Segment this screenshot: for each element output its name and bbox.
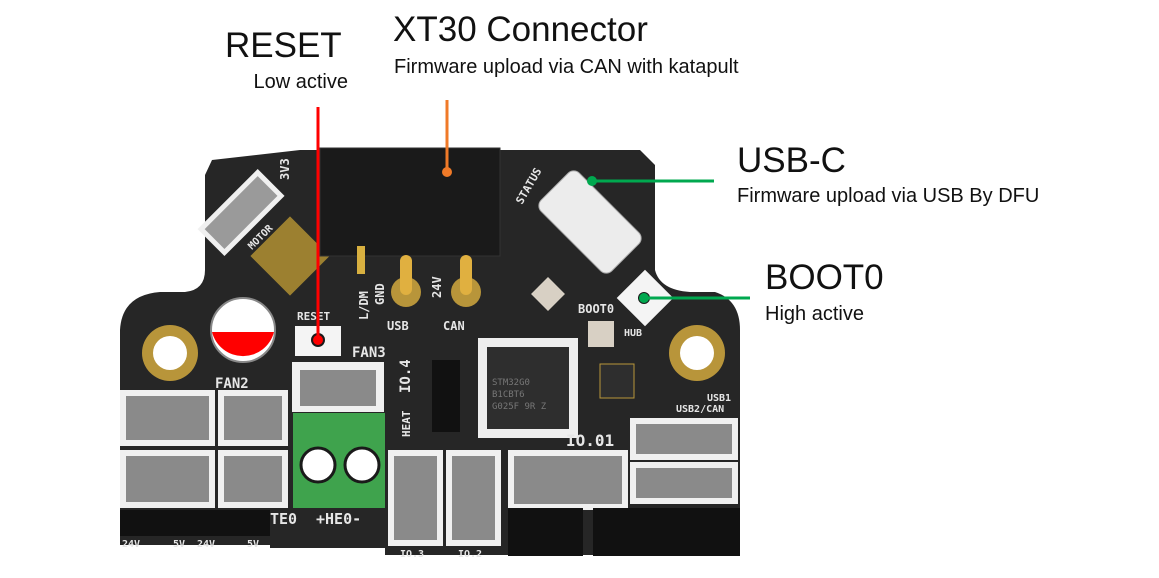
heater-terminal-block (293, 413, 385, 508)
silk-24v: 24V (430, 276, 444, 298)
silk-heat: HEAT (400, 410, 413, 437)
silk-5v-b: 5V (247, 539, 259, 550)
silk-24v-b: 24V (197, 539, 215, 550)
silk-3v3: 3V3 (278, 158, 292, 180)
crystal (531, 277, 565, 311)
usbc-subtitle: Firmware upload via USB By DFU (737, 185, 1040, 207)
pin-header-right (593, 508, 740, 556)
silk-te0: TE0 (270, 510, 297, 528)
pin-header-left (508, 508, 583, 556)
silk-usb1: USB1 (707, 393, 731, 404)
reset-subtitle: Low active (253, 71, 349, 93)
silk-5v-a: 5V (173, 539, 185, 550)
silk-usb: USB (387, 319, 409, 333)
mounting-hole-left (142, 325, 198, 381)
xt30-subtitle: Firmware upload via CAN with katapult (394, 56, 739, 78)
mcu-chip: STM32G0 B1CBT6 G025F 9R Z (478, 338, 578, 438)
silk-he0: +HE0- (316, 510, 361, 528)
hub-chip (599, 363, 635, 399)
silk-gnd: GND (373, 283, 387, 305)
mounting-hole-right (669, 325, 725, 381)
silk-reset: RESET (297, 310, 330, 323)
motor-connector (197, 169, 285, 257)
silk-hub: HUB (624, 328, 642, 339)
pin-header-power (120, 510, 270, 536)
silk-io2: IO.2 (458, 549, 482, 560)
pin-header-io4 (432, 360, 460, 432)
boot0-callout-line (639, 293, 750, 303)
reset-title: RESET (225, 26, 342, 65)
silk-io01: IO.01 (566, 431, 614, 450)
silk-io4: IO.4 (398, 359, 414, 393)
silk-ldm: L/DM (357, 291, 371, 320)
xt30-connector (319, 147, 501, 307)
svg-text:STM32G0: STM32G0 (492, 378, 530, 388)
reset-callout-line (313, 107, 323, 345)
silk-can: CAN (443, 319, 465, 333)
silk-boot0: BOOT0 (578, 302, 614, 316)
xt30-callout-line (442, 100, 452, 177)
silk-io3: IO.3 (400, 549, 424, 560)
silk-fan3: FAN3 (352, 345, 386, 361)
boot0-subtitle: High active (765, 303, 864, 325)
buzzer-pad (250, 216, 330, 296)
usbc-callout-line (587, 176, 714, 186)
boot0-title: BOOT0 (765, 258, 884, 297)
crystal (588, 321, 614, 347)
xt30-title: XT30 Connector (393, 10, 648, 49)
svg-text:G025F 9R Z: G025F 9R Z (492, 402, 547, 412)
silk-fan2: FAN2 (215, 376, 249, 392)
svg-text:B1CBT6: B1CBT6 (492, 390, 525, 400)
silk-24v-a: 24V (122, 539, 140, 550)
capacitor (210, 297, 276, 363)
usbc-title: USB-C (737, 141, 846, 180)
usb-c-port (538, 170, 642, 274)
silk-usb2can: USB2/CAN (676, 404, 724, 415)
